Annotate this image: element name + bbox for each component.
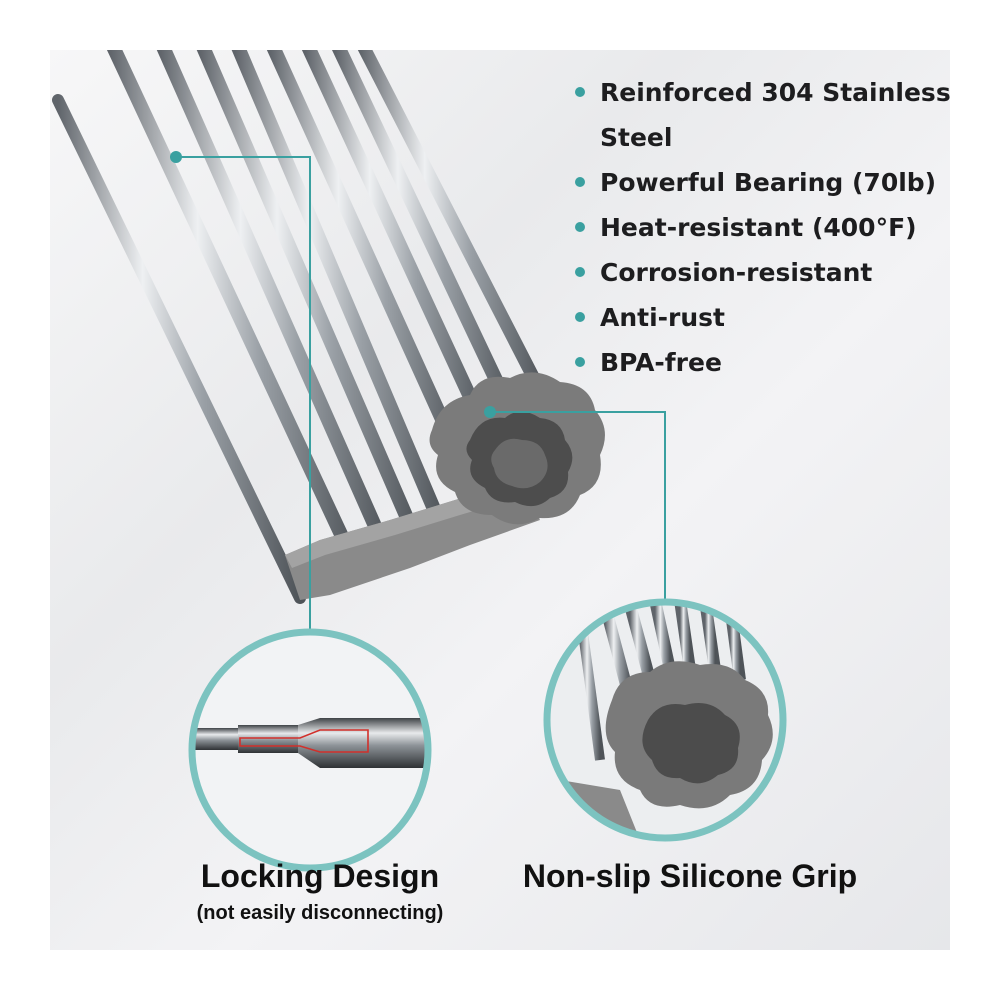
feature-item: BPA-free: [575, 340, 955, 385]
bullet-icon: [575, 357, 585, 367]
callout-lines: [176, 156, 666, 632]
bullet-icon: [575, 267, 585, 277]
feature-list: Reinforced 304 Stainless Steel Powerful …: [575, 70, 955, 385]
locking-design-subtitle: (not easily disconnecting): [196, 902, 444, 924]
feature-label: Powerful Bearing (70lb): [600, 168, 937, 197]
bullet-icon: [575, 312, 585, 322]
callout-dot-locking: [170, 151, 182, 163]
feature-item: Heat-resistant (400°F): [575, 205, 955, 250]
feature-label: Anti-rust: [600, 303, 725, 332]
feature-label: Heat-resistant (400°F): [600, 213, 917, 242]
feature-item: Powerful Bearing (70lb): [575, 160, 955, 205]
feature-item: Corrosion-resistant: [575, 250, 955, 295]
steel-rods: [52, 50, 552, 604]
bullet-icon: [575, 222, 585, 232]
locking-design-zoom: [188, 628, 432, 872]
feature-label: BPA-free: [600, 348, 722, 377]
feature-item: Reinforced 304 Stainless Steel: [575, 70, 955, 160]
feature-label: Reinforced 304 Stainless Steel: [600, 78, 951, 152]
bullet-icon: [575, 177, 585, 187]
silicone-grip-end: [429, 372, 605, 525]
silicone-grip-title: Non-slip Silicone Grip: [522, 858, 858, 894]
locking-design-title: Locking Design: [200, 858, 440, 894]
bullet-icon: [575, 87, 585, 97]
feature-label: Corrosion-resistant: [600, 258, 873, 287]
silicone-grip-zoom: [543, 598, 787, 842]
feature-item: Anti-rust: [575, 295, 955, 340]
callout-dot-grip: [484, 406, 496, 418]
